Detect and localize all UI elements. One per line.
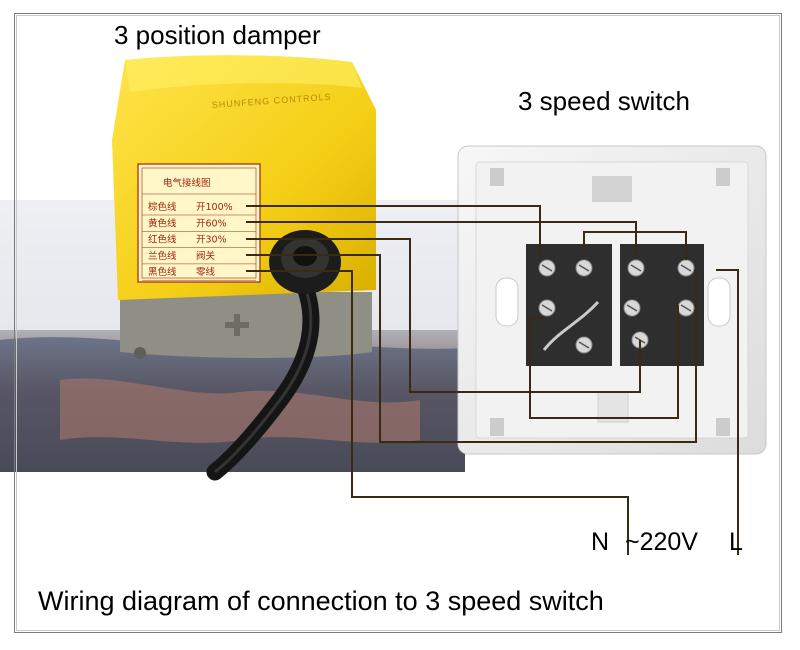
live-label: L (729, 528, 743, 556)
inner-border (16, 15, 780, 631)
damper-label-wire-4: 兰色线 (148, 250, 177, 262)
neutral-label: N (591, 528, 610, 556)
damper-label-heading: 电气接线图 (163, 177, 211, 189)
terminal-screw-slot (578, 264, 590, 272)
wiring-lines (246, 205, 739, 555)
damper-wiring-label (137, 163, 261, 283)
outer-border (14, 13, 782, 633)
damper-label-wire-5: 黑色线 (148, 266, 177, 278)
damper-label-wire-2: 黄色线 (148, 217, 177, 229)
terminal-screw-slot (630, 264, 642, 272)
terminal-screw-slot (680, 304, 692, 312)
damper-label-function-4: 阀关 (196, 250, 216, 262)
diagram-caption: Wiring diagram of connection to 3 speed … (38, 586, 604, 616)
damper-label-function-2: 开60% (196, 218, 227, 229)
damper-label-wire-3: 红色线 (148, 234, 177, 246)
terminal-screw-slot (541, 304, 553, 312)
terminal-screw-slot (541, 264, 553, 272)
damper-label-function-5: 零线 (196, 266, 216, 278)
speed-switch (457, 145, 767, 455)
switch-title: 3 speed switch (518, 86, 690, 116)
terminal-screw-slot (626, 304, 638, 312)
voltage-label: ~220V (625, 528, 698, 556)
damper-label-function-3: 开30% (196, 235, 227, 246)
damper-title: 3 position damper (114, 20, 321, 50)
terminal-screw-slot (578, 341, 590, 349)
terminal-screw-slot (680, 264, 692, 272)
damper-label-wire-1: 棕色线 (148, 201, 177, 213)
damper-label-function-1: 开100% (196, 202, 233, 213)
